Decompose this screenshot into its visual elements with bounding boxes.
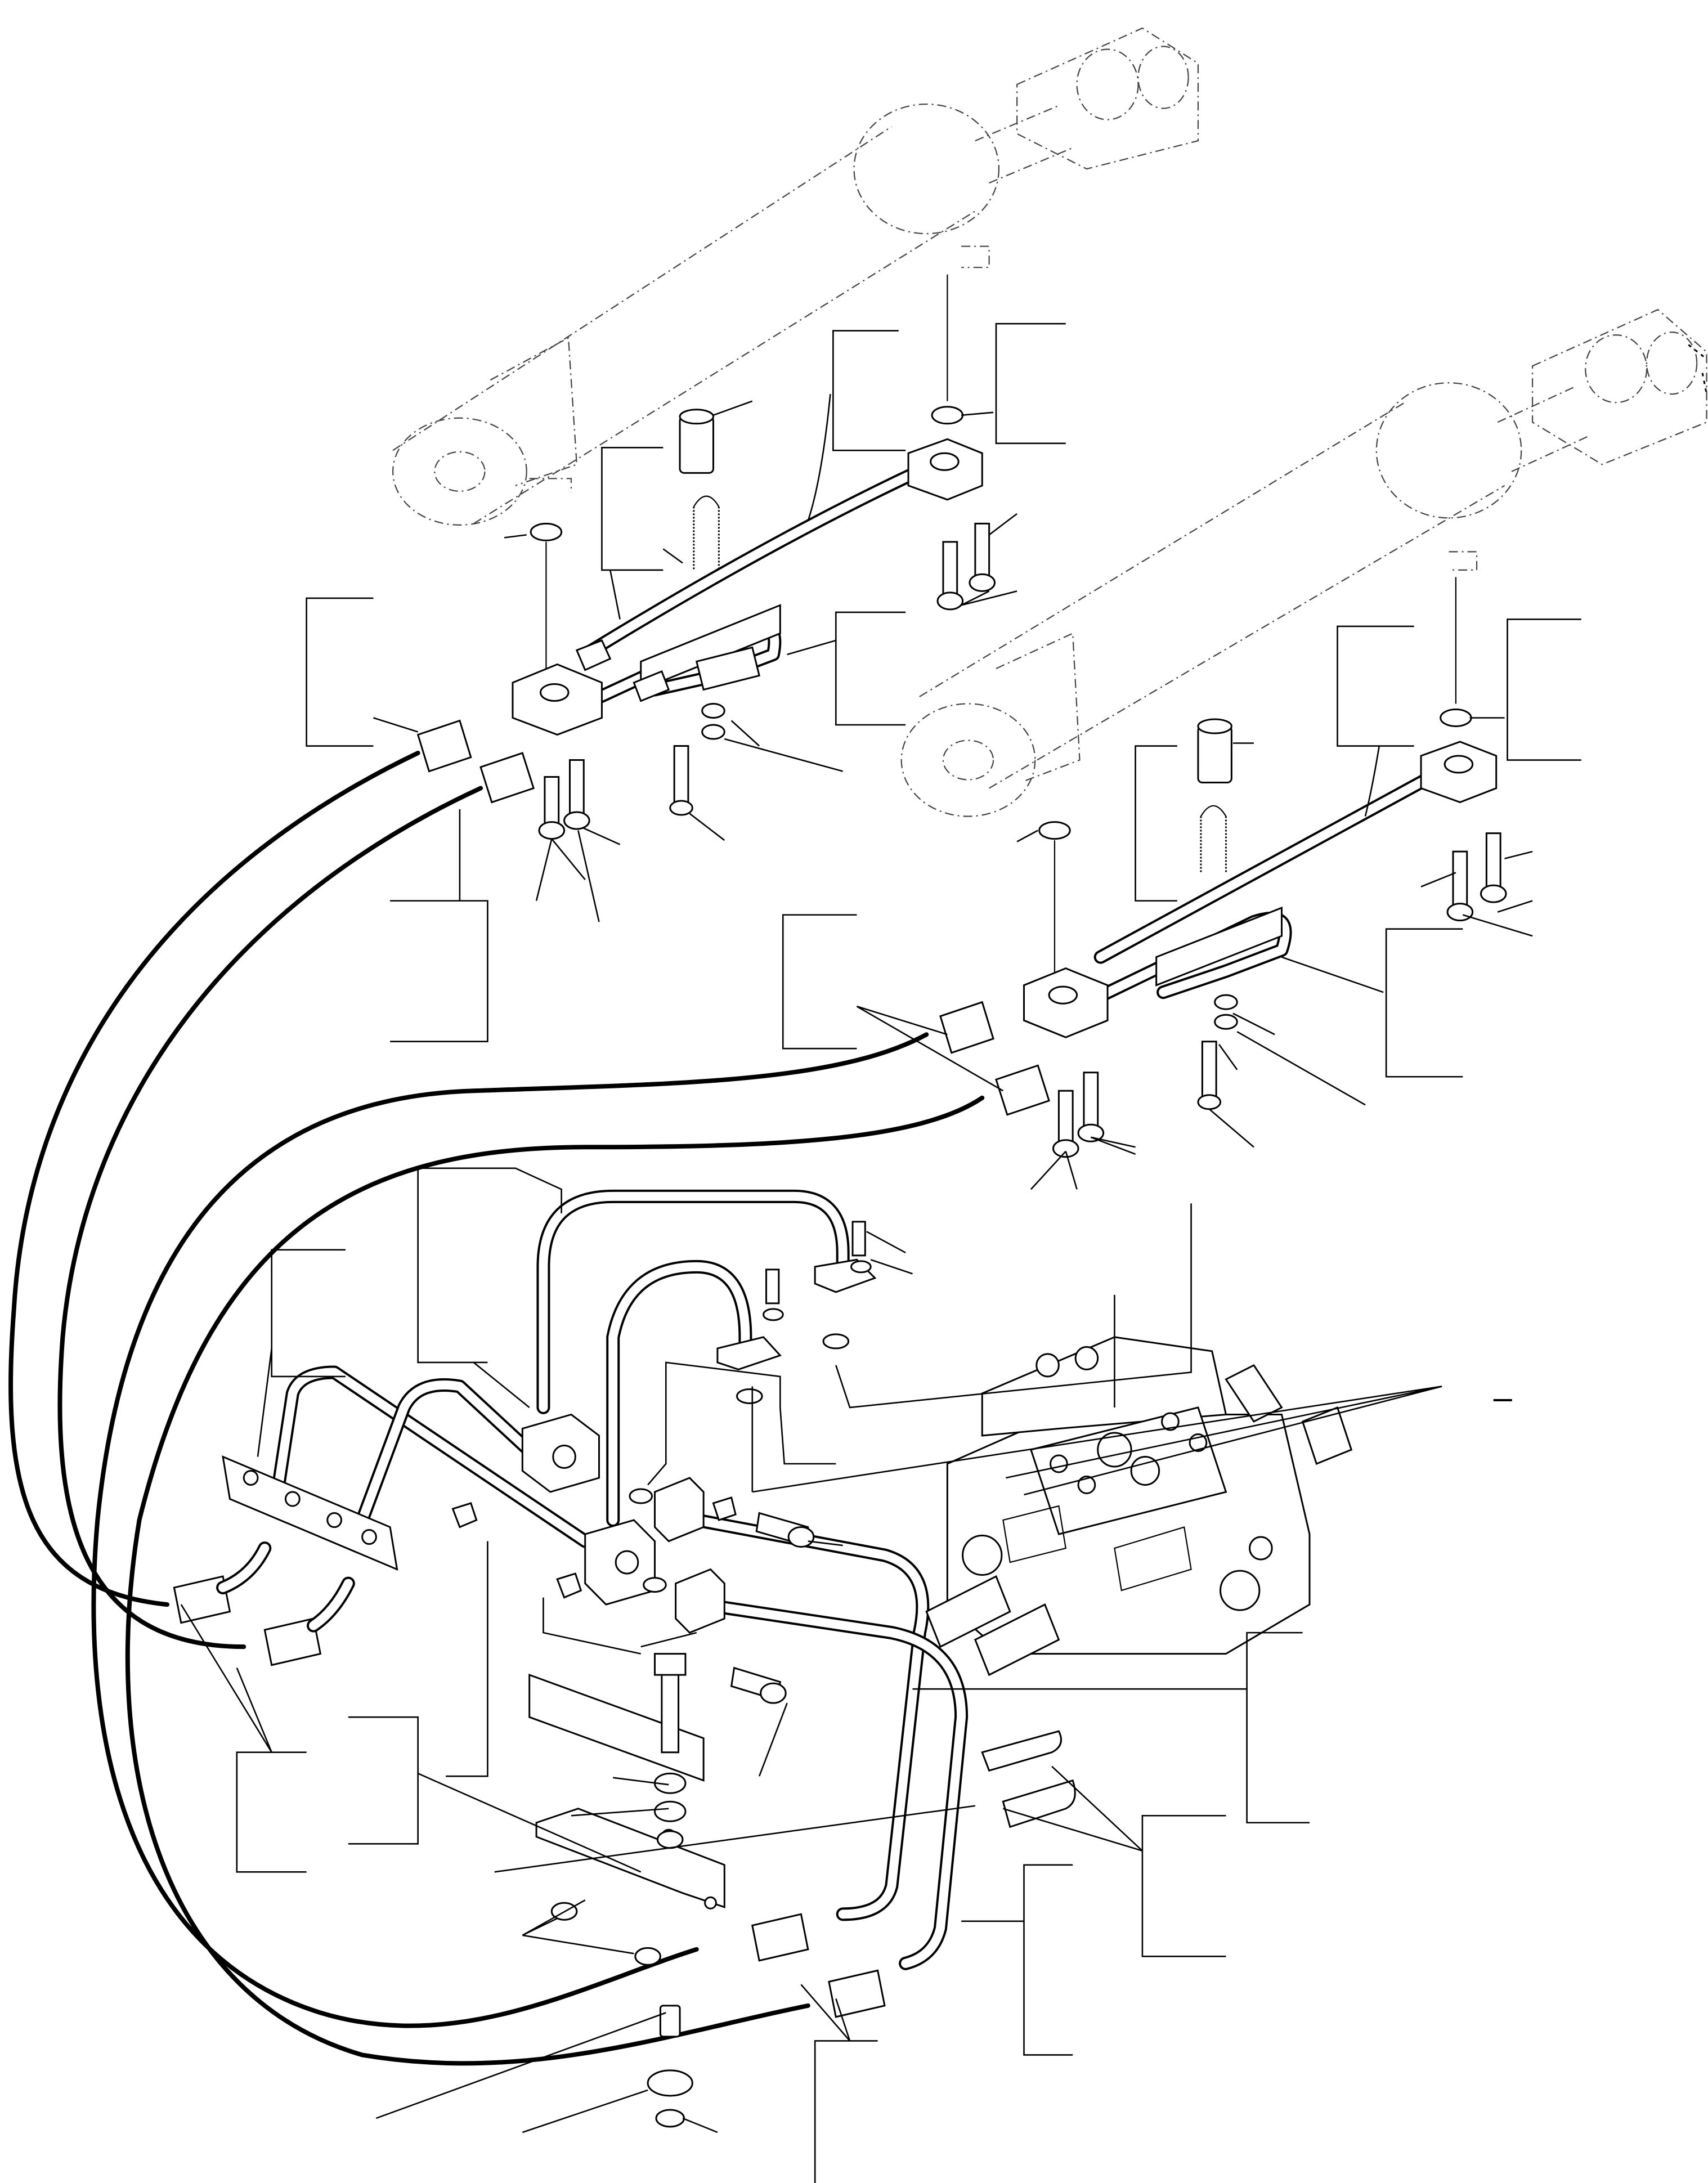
plug: [713, 1498, 736, 1520]
o-ring: [1039, 822, 1070, 839]
bolt: [766, 1270, 779, 1303]
washer: [654, 1801, 685, 1821]
pipe-support: [654, 1478, 703, 1541]
hose-fitting: [174, 1576, 230, 1623]
o-ring: [644, 1578, 666, 1592]
control-valve: [926, 1337, 1351, 1675]
bolt: [1059, 1091, 1073, 1144]
hose-fitting: [481, 753, 534, 803]
hose-fitting: [829, 1970, 885, 2017]
pipe-support: [676, 1570, 725, 1633]
plug: [557, 1574, 581, 1598]
upper-cylinder: [393, 28, 1198, 525]
bolt: [1084, 1073, 1098, 1129]
lower-cylinder: [902, 310, 1707, 816]
o-ring: [823, 1334, 849, 1348]
nut: [657, 1831, 683, 1848]
bolt: [1202, 1042, 1216, 1098]
flexible-hoses: [11, 720, 1049, 2063]
spacer-tube: [1198, 726, 1231, 782]
nut: [656, 2110, 684, 2127]
rigid-pipes: [223, 1196, 1075, 1964]
o-ring: [630, 1489, 652, 1503]
bolt: [674, 746, 688, 803]
u-bolt: [1003, 1781, 1075, 1827]
valve-dash-label: –: [1494, 1378, 1513, 1416]
hose-fitting: [940, 1002, 993, 1053]
bolt: [1486, 833, 1500, 890]
hose-fitting: [265, 1619, 320, 1665]
washer: [702, 703, 725, 718]
bolt: [943, 542, 957, 595]
bolt: [662, 1668, 679, 1752]
nut: [1215, 1015, 1238, 1029]
leader-lines: [181, 324, 1707, 2183]
mounting-bracket: [530, 1654, 725, 2127]
bolt: [853, 1222, 865, 1256]
o-ring: [932, 407, 962, 424]
plug: [453, 1503, 477, 1527]
rubber-washer: [648, 2070, 692, 2096]
spacer: [660, 2006, 680, 2037]
u-bolt: [982, 1731, 1061, 1770]
upper-cylinder-fittings: [513, 275, 995, 839]
hose-fitting: [996, 1065, 1049, 1115]
nut: [702, 725, 725, 739]
bolt: [545, 777, 559, 827]
hose-fitting: [752, 1914, 808, 1961]
bracket-plate: [530, 1675, 703, 1781]
bracket: [1156, 908, 1282, 985]
nut: [635, 1948, 661, 1965]
bolt: [570, 760, 584, 817]
washer: [1215, 995, 1238, 1009]
bolt: [1453, 851, 1467, 908]
hose-fitting: [418, 720, 471, 771]
bolt: [975, 523, 989, 577]
o-ring: [1441, 709, 1471, 726]
o-ring: [737, 1389, 763, 1403]
spacer-tube: [680, 416, 713, 473]
o-ring: [531, 523, 561, 540]
flange: [718, 1337, 780, 1370]
pipe-clamp-plate: [223, 1457, 397, 1570]
bracket-base: [536, 1809, 724, 1907]
lower-cylinder-fittings: [1024, 577, 1507, 1157]
hose-fitting: [634, 671, 669, 701]
hose-fitting: [577, 640, 610, 670]
